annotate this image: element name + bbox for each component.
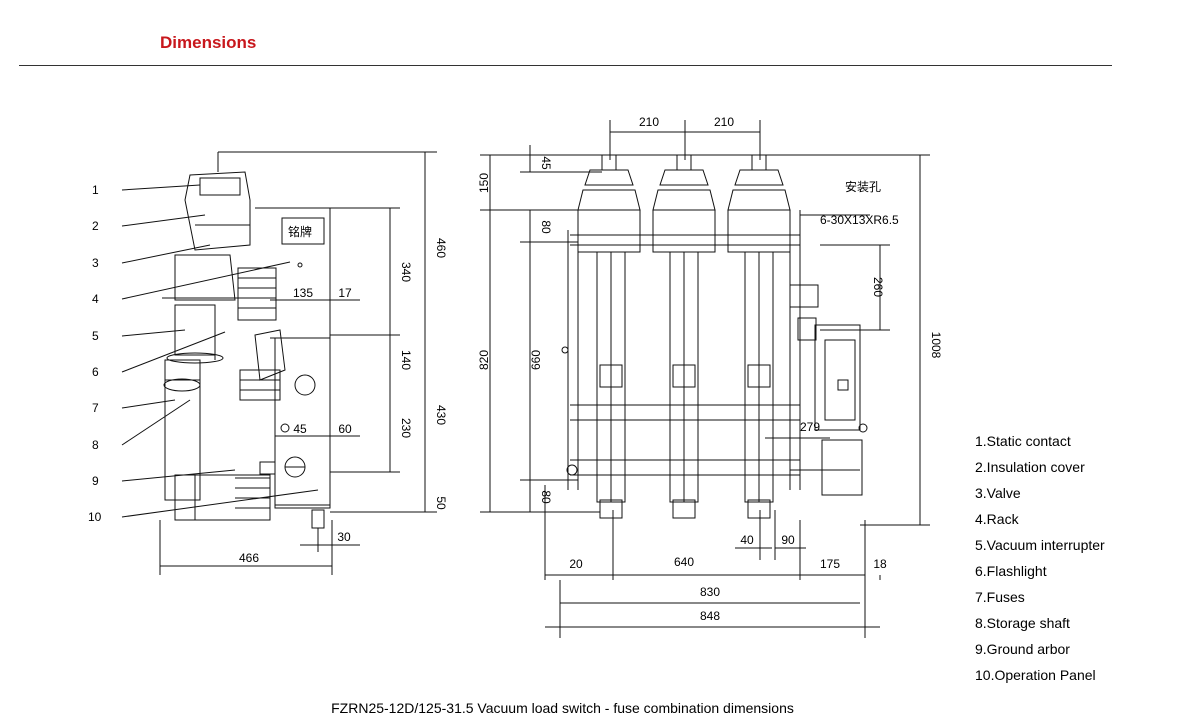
dim-20: 20 — [569, 557, 583, 571]
callout-5: 5 — [92, 329, 99, 343]
dim-660: 660 — [529, 350, 543, 370]
legend-item: 9.Ground arbor — [975, 641, 1070, 657]
dim-820: 820 — [477, 350, 491, 370]
legend-item: 6.Flashlight — [975, 563, 1047, 579]
dim-460: 460 — [434, 238, 448, 258]
dim-430: 430 — [434, 405, 448, 425]
front-view — [480, 120, 930, 638]
dim-90: 90 — [781, 533, 795, 547]
callout-8: 8 — [92, 438, 99, 452]
dim-135: 135 — [293, 286, 313, 300]
front-dimensions: 210 210 45 150 80 660 820 80 260 1008 27… — [477, 115, 943, 623]
dim-640: 640 — [674, 555, 694, 569]
callout-6: 6 — [92, 365, 99, 379]
dim-1008: 1008 — [929, 332, 943, 359]
mount-hole-label: 安装孔 — [845, 179, 881, 194]
dim-230: 230 — [399, 418, 413, 438]
dim-210-right: 210 — [714, 115, 734, 129]
callout-7: 7 — [92, 401, 99, 415]
legend-item: 4.Rack — [975, 511, 1019, 527]
callout-1: 1 — [92, 183, 99, 197]
dim-30: 30 — [337, 530, 351, 544]
dim-830: 830 — [700, 585, 720, 599]
dim-80-bottom: 80 — [539, 490, 553, 504]
side-callouts: 1 2 3 4 5 6 7 8 9 10 铭牌 — [88, 183, 312, 524]
dim-140: 140 — [399, 350, 413, 370]
side-view — [121, 151, 437, 575]
phase-c — [727, 154, 791, 519]
dim-17: 17 — [338, 286, 352, 300]
dim-175: 175 — [820, 557, 840, 571]
callout-9: 9 — [92, 474, 99, 488]
figure-caption: FZRN25-12D/125-31.5 Vacuum load switch -… — [331, 700, 794, 716]
callout-3: 3 — [92, 256, 99, 270]
dim-340: 340 — [399, 262, 413, 282]
dim-18: 18 — [873, 557, 887, 571]
dim-260: 260 — [871, 277, 885, 297]
dim-45: 45 — [293, 422, 307, 436]
dim-466: 466 — [239, 551, 259, 565]
phase-b — [652, 154, 716, 519]
legend-item: 3.Valve — [975, 485, 1021, 501]
legend-item: 7.Fuses — [975, 589, 1025, 605]
parts-legend: 1.Static contact 2.Insulation cover 3.Va… — [975, 430, 1105, 690]
dim-50: 50 — [434, 496, 448, 510]
dim-80-top: 80 — [539, 220, 553, 234]
dim-45-front: 45 — [539, 156, 553, 170]
legend-item: 10.Operation Panel — [975, 667, 1096, 683]
dim-848: 848 — [700, 609, 720, 623]
legend-item: 1.Static contact — [975, 433, 1071, 449]
front-labels: 安装孔 6-30X13XR6.5 — [820, 179, 899, 227]
dim-210-left: 210 — [639, 115, 659, 129]
legend-item: 8.Storage shaft — [975, 615, 1070, 631]
callout-10: 10 — [88, 510, 102, 524]
callout-4: 4 — [92, 292, 99, 306]
phase-a — [577, 154, 641, 519]
header-divider — [19, 65, 1112, 66]
page-title: Dimensions — [160, 33, 257, 52]
callout-2: 2 — [92, 219, 99, 233]
dim-279: 279 — [800, 420, 820, 434]
dim-60: 60 — [338, 422, 352, 436]
side-dimensions: 340 460 135 17 140 430 230 45 60 50 30 4… — [239, 238, 448, 565]
dim-150: 150 — [477, 173, 491, 193]
dim-40: 40 — [740, 533, 754, 547]
nameplate-label: 铭牌 — [288, 224, 312, 239]
hole-spec-label: 6-30X13XR6.5 — [820, 213, 899, 227]
legend-item: 5.Vacuum interrupter — [975, 537, 1105, 553]
legend-item: 2.Insulation cover — [975, 459, 1085, 475]
